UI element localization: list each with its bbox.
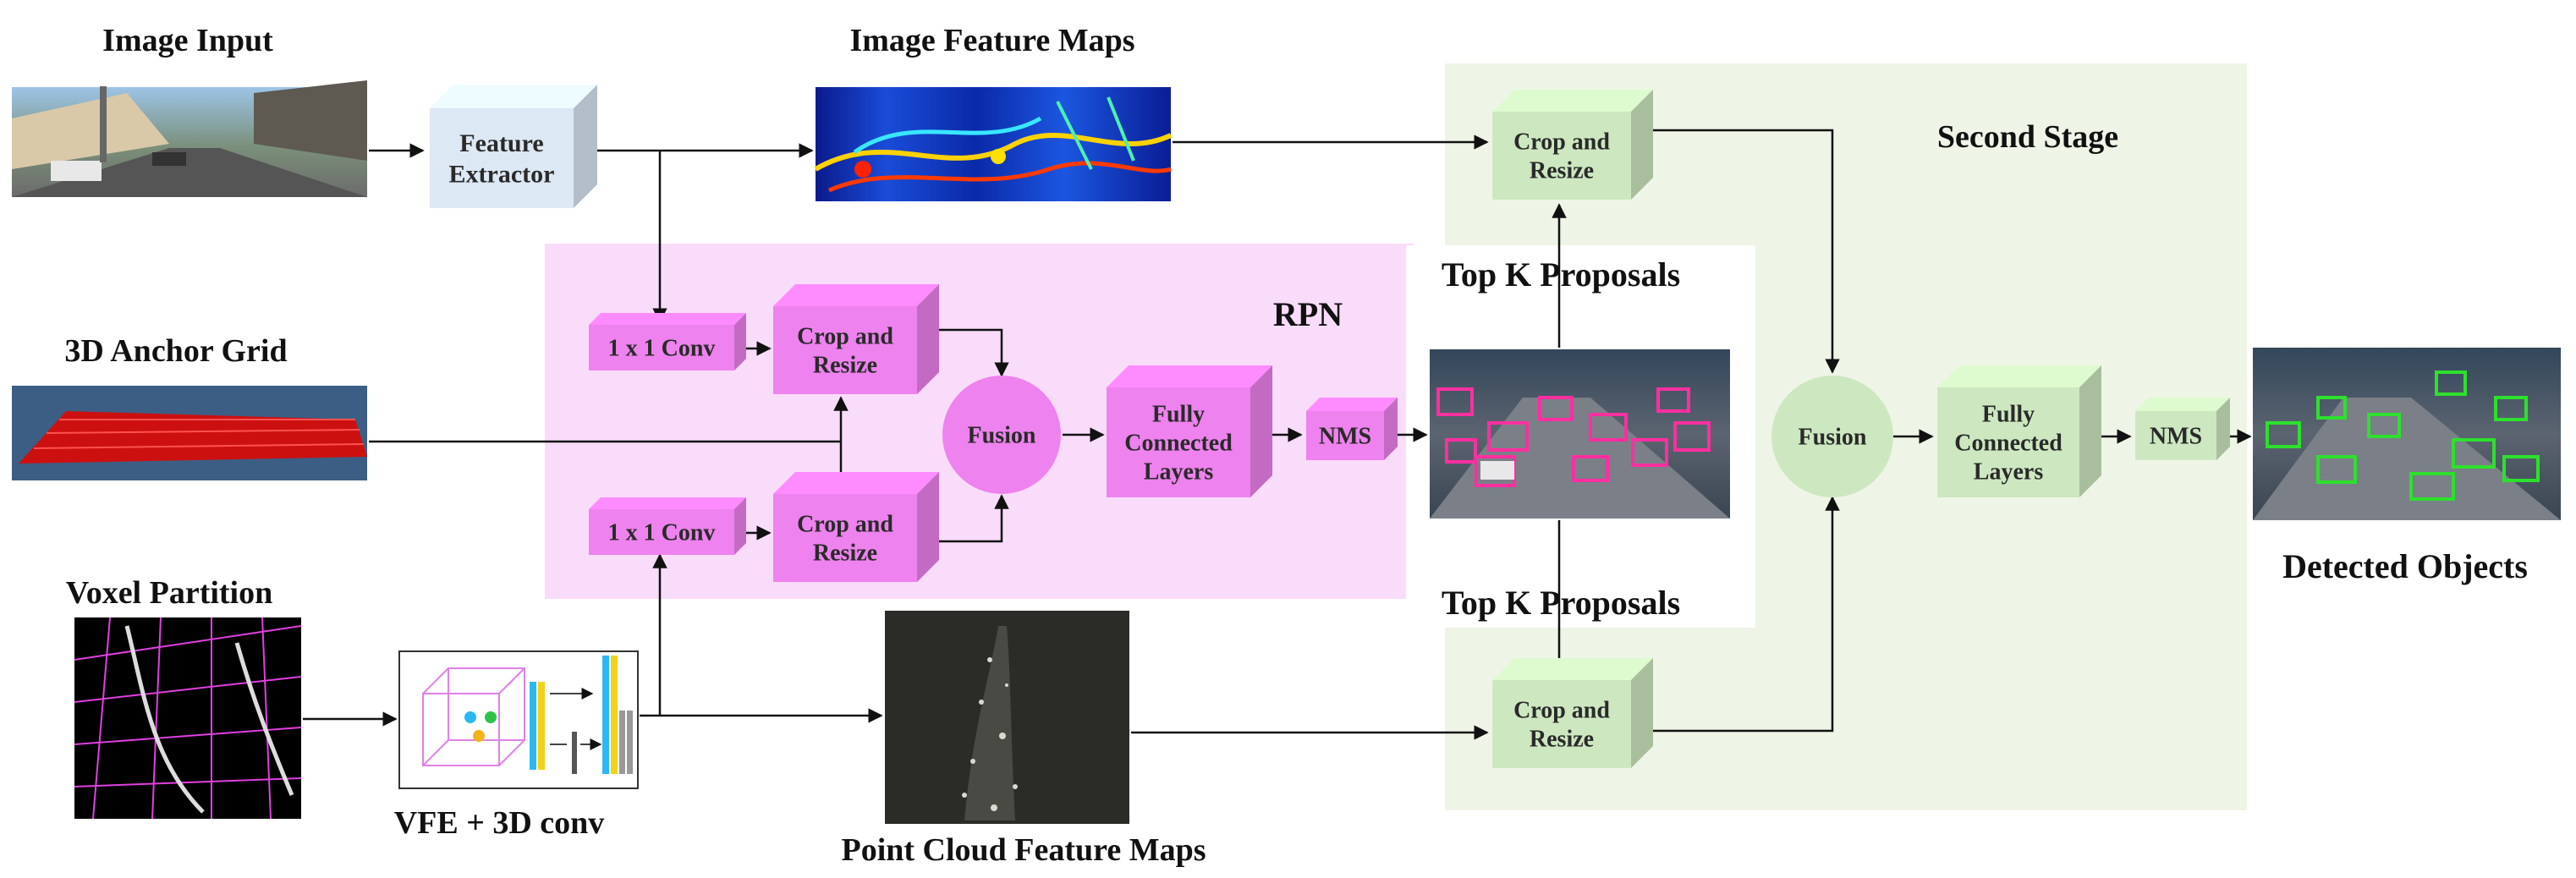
rpn-crop-top-top-face <box>773 284 939 306</box>
stage2-fusion-module: Fusion <box>1771 376 1893 497</box>
rpn-label: RPN <box>1273 295 1343 333</box>
stage2-fc-text-1: Fully <box>1982 401 2035 427</box>
stage2-crop-bottom-text-2: Resize <box>1530 727 1594 753</box>
stage2-nms-side-face <box>2216 398 2230 460</box>
arrow-crop-top-to-fusion <box>931 328 1009 377</box>
feature-extractor-text-1: Feature <box>459 129 543 157</box>
conv-bottom-front-face <box>589 509 734 555</box>
stage2-fc-front-face <box>1937 387 2079 497</box>
stage2-crop-bottom-text-1: Crop and <box>1513 697 1610 723</box>
street-image <box>12 80 367 197</box>
conv-bottom-side-face <box>734 497 746 555</box>
feature-extractor-side-face <box>574 85 597 208</box>
conv-top-top-face <box>589 313 746 325</box>
rpn-crop-top-text-1: Crop and <box>797 323 893 349</box>
conv-bottom-module: 1 x 1 Conv <box>589 497 746 555</box>
stage2-fusion-text-1: Fusion <box>1799 425 1867 451</box>
rpn-fc-text-1: Fully <box>1152 401 1205 427</box>
point-cloud-feature-map <box>885 611 1129 824</box>
rpn-nms-side-face <box>1384 398 1398 460</box>
vfe-label: VFE + 3D conv <box>394 805 605 841</box>
conv-top-front-face <box>589 325 734 370</box>
rpn-crop-bottom-text-1: Crop and <box>797 511 893 537</box>
stage2-fc-top-face <box>1937 365 2101 387</box>
image-feature-map <box>814 87 1173 201</box>
stage2-crop-top-top-face <box>1492 90 1653 112</box>
voxel-partition-label: Voxel Partition <box>66 575 273 611</box>
rpn-crop-top-front-face <box>773 306 917 394</box>
rpn-fusion-circle <box>942 376 1061 494</box>
conv-top-module: 1 x 1 Conv <box>589 313 746 370</box>
rpn-fc-side-face <box>1250 365 1272 497</box>
conv-top-side-face <box>734 313 746 370</box>
rpn-crop-bottom-top-face <box>773 472 939 494</box>
rpn-fc-text-3: Layers <box>1144 459 1214 486</box>
stage2-fusion-circle <box>1771 376 1893 497</box>
rpn-fc-top-face <box>1107 365 1272 387</box>
stage2-crop-top-text-2: Resize <box>1530 158 1594 184</box>
proposals-scene-image <box>1430 349 1730 519</box>
rpn-crop-bottom-front-face <box>773 494 917 582</box>
rpn-nms-top-face <box>1306 398 1398 411</box>
anchor-grid-label: 3D Anchor Grid <box>64 333 287 369</box>
stage2-fc-text-2: Connected <box>1954 431 2062 457</box>
vfe-diagram <box>398 650 639 789</box>
stage2-nms-front-face <box>2135 411 2216 460</box>
rpn-fusion-text-1: Fusion <box>968 423 1036 449</box>
rpn-crop-top-text-2: Resize <box>813 353 877 379</box>
rpn-fc-front-face <box>1107 387 1250 497</box>
top-k-proposals-lower-label: Top K Proposals <box>1442 584 1680 622</box>
image-feature-maps-label: Image Feature Maps <box>849 23 1134 58</box>
voxel-partition-image <box>74 617 302 820</box>
anchor-grid-image <box>12 386 367 480</box>
feature-extractor-top-face <box>430 85 597 108</box>
arrow-crop-bottom-to-fusion <box>931 494 1009 543</box>
rpn-crop-bottom-side-face <box>917 472 939 582</box>
image-input-label: Image Input <box>102 23 273 58</box>
stage2-crop-top-side-face <box>1631 90 1653 200</box>
rpn-fc-text-2: Connected <box>1124 431 1233 457</box>
detected-objects-label: Detected Objects <box>2282 547 2528 585</box>
second-stage-label: Second Stage <box>1937 119 2118 155</box>
rpn-nms-module: NMS <box>1306 398 1398 460</box>
point-cloud-feature-maps-label: Point Cloud Feature Maps <box>841 832 1206 868</box>
conv-bottom-top-face <box>589 497 746 509</box>
rpn-nms-front-face <box>1306 411 1384 460</box>
stage2-crop-top-text-1: Crop and <box>1513 129 1610 155</box>
feature-extractor-front-face <box>430 108 574 208</box>
arrow-stage2-crop-top-to-fusion <box>1641 129 1840 374</box>
top-k-proposals-upper-label: Top K Proposals <box>1442 255 1680 294</box>
conv-bottom-text-1: 1 x 1 Conv <box>608 520 716 546</box>
rpn-nms-text-1: NMS <box>1319 424 1371 450</box>
feature-extractor-text-2: Extractor <box>449 161 555 189</box>
stage2-nms-top-face <box>2135 398 2230 411</box>
stage2-fc-side-face <box>2079 365 2101 497</box>
detected-objects-image <box>2253 348 2561 520</box>
stage2-crop-bottom-top-face <box>1492 658 1653 680</box>
stage2-crop-bottom-front-face <box>1492 680 1631 768</box>
rpn-fusion-module: Fusion <box>942 376 1061 494</box>
rpn-crop-bottom-text-2: Resize <box>813 541 877 567</box>
stage2-fc-text-3: Layers <box>1974 459 2044 486</box>
arrow-stage2-crop-bottom-to-fusion <box>1641 496 1840 733</box>
stage2-nms-text-1: NMS <box>2150 424 2202 450</box>
stage2-crop-bottom-side-face <box>1631 658 1653 768</box>
stage2-nms-module: NMS <box>2135 398 2230 460</box>
conv-top-text-1: 1 x 1 Conv <box>608 336 716 362</box>
connectors <box>303 129 2252 740</box>
stage2-crop-top-front-face <box>1492 112 1631 200</box>
rpn-crop-top-side-face <box>917 284 939 394</box>
